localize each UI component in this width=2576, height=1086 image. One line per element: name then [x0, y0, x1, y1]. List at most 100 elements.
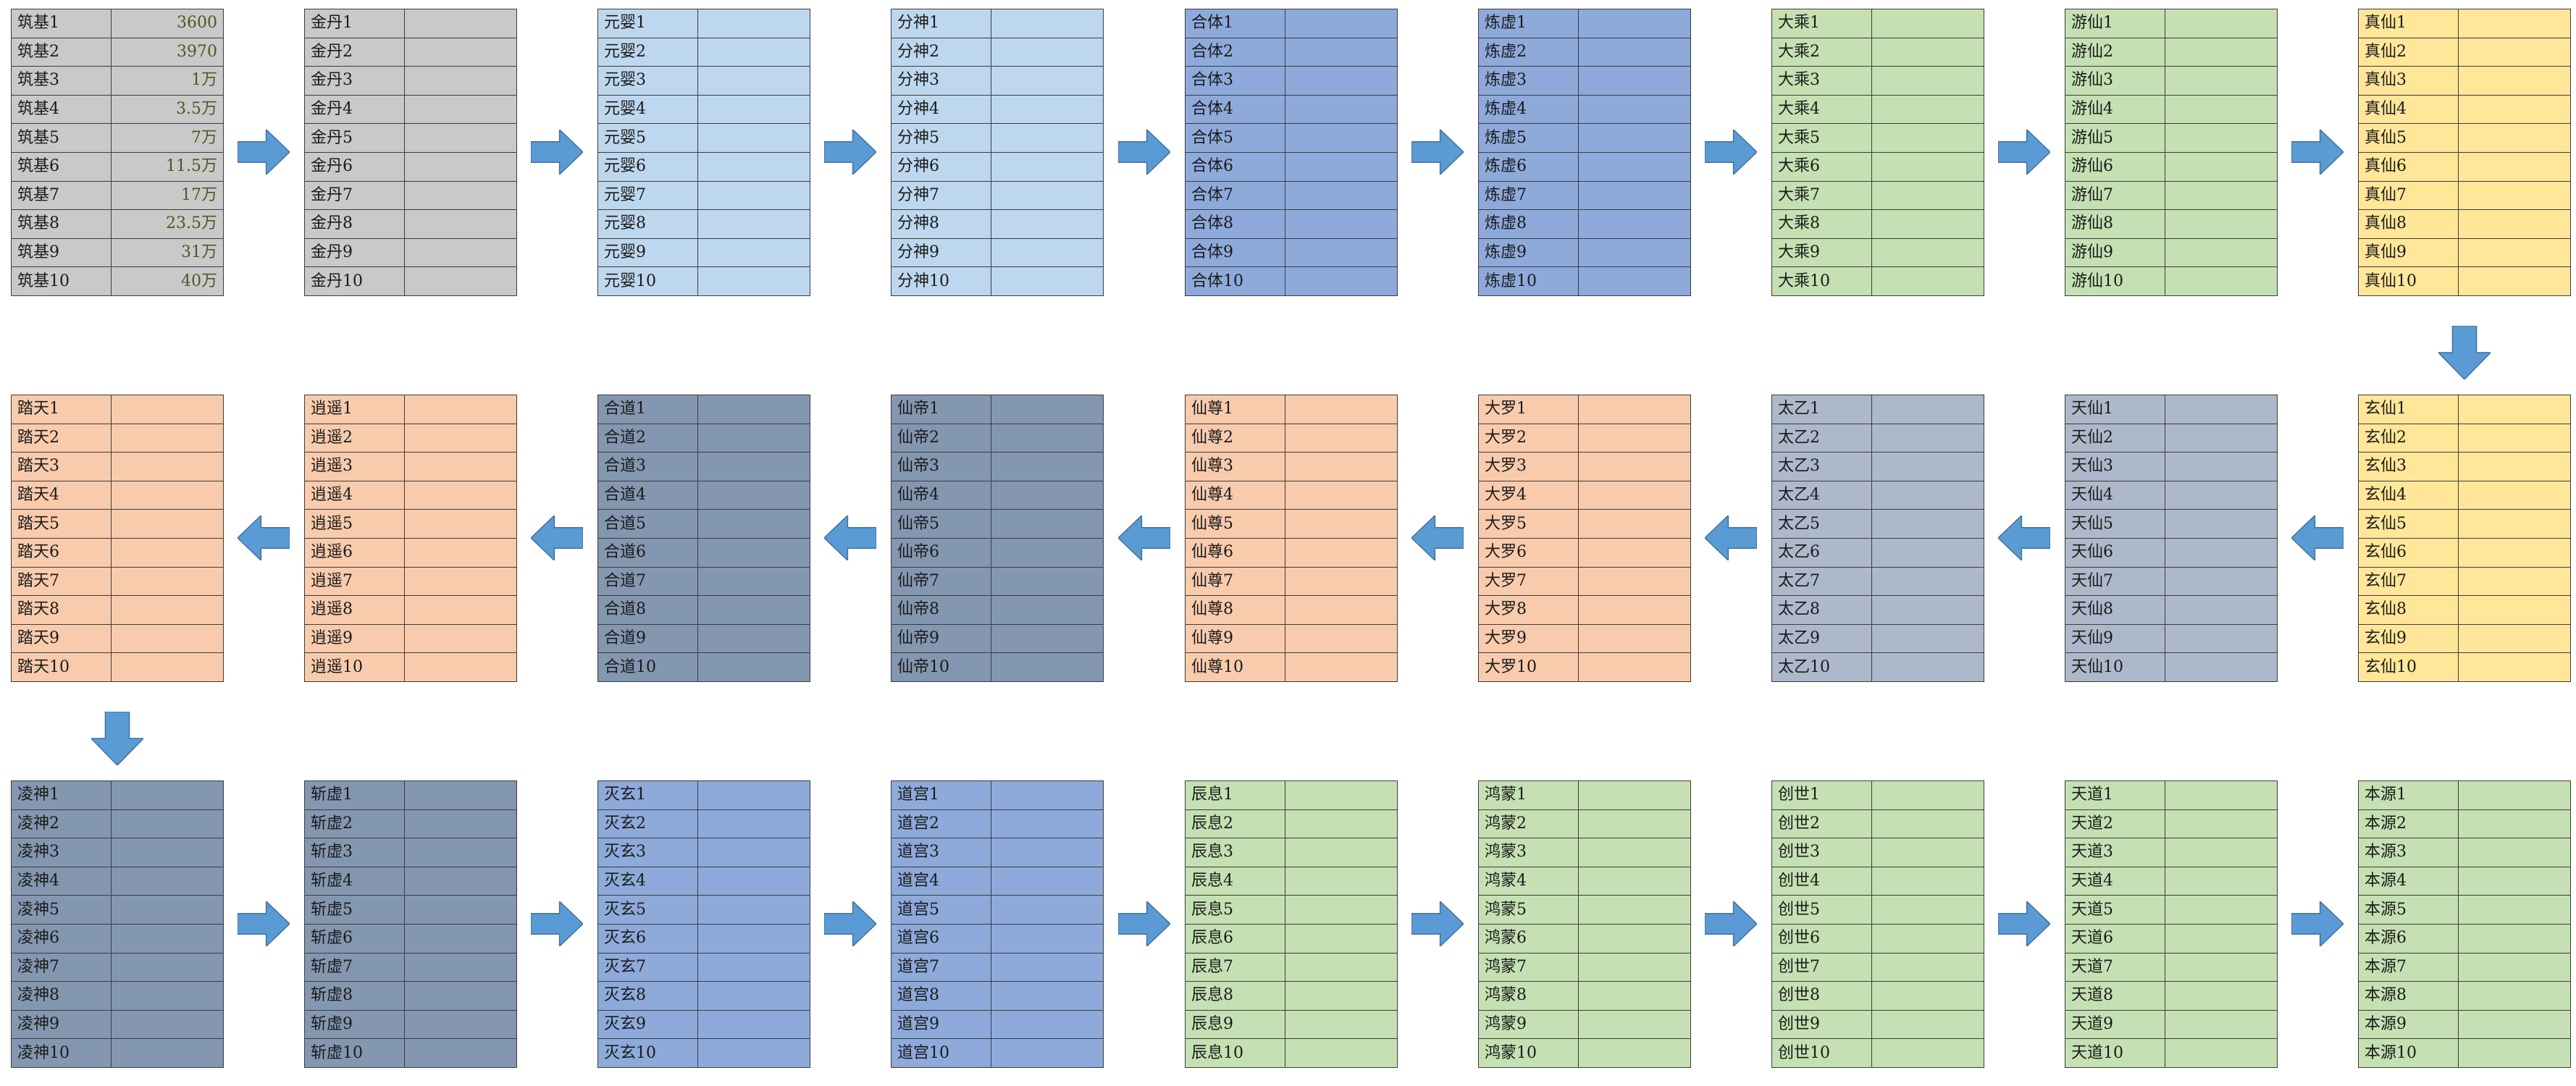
realm-value-cell[interactable]	[1871, 537, 1984, 568]
realm-name-cell[interactable]: 灭玄6	[597, 923, 698, 954]
realm-value-cell[interactable]	[111, 981, 224, 1011]
realm-name-cell[interactable]: 合道7	[597, 566, 698, 597]
realm-value-cell[interactable]	[404, 123, 517, 153]
realm-name-cell[interactable]: 金丹6	[304, 151, 405, 182]
realm-value-cell[interactable]	[697, 395, 810, 424]
realm-value-cell[interactable]	[2165, 923, 2278, 954]
realm-value-cell[interactable]	[1871, 480, 1984, 510]
realm-value-cell[interactable]	[404, 923, 517, 954]
realm-value-cell[interactable]	[2458, 423, 2571, 453]
realm-value-cell[interactable]	[991, 566, 1104, 597]
realm-name-cell[interactable]: 踏天8	[11, 595, 112, 625]
realm-name-cell[interactable]: 炼虚2	[1478, 37, 1579, 67]
realm-name-cell[interactable]: 斩虚1	[304, 780, 405, 810]
realm-name-cell[interactable]: 大乘8	[1771, 209, 1872, 239]
realm-value-cell[interactable]	[1578, 780, 1691, 810]
realm-value-cell[interactable]	[111, 809, 224, 839]
realm-value-cell[interactable]	[1285, 395, 1398, 424]
realm-value-cell[interactable]	[404, 537, 517, 568]
realm-name-cell[interactable]: 道宫7	[891, 952, 991, 982]
realm-name-cell[interactable]: 灭玄7	[597, 952, 698, 982]
realm-name-cell[interactable]: 逍遥10	[304, 652, 405, 682]
realm-value-cell[interactable]	[2458, 1009, 2571, 1040]
realm-name-cell[interactable]: 踏天10	[11, 652, 112, 682]
realm-value-cell[interactable]	[2165, 151, 2278, 182]
realm-name-cell[interactable]: 仙尊3	[1185, 452, 1285, 481]
realm-value-cell[interactable]	[2165, 952, 2278, 982]
realm-name-cell[interactable]: 分神4	[891, 94, 991, 125]
realm-value-cell[interactable]	[2165, 452, 2278, 481]
realm-value-cell[interactable]	[697, 1009, 810, 1040]
realm-name-cell[interactable]: 大乘3	[1771, 66, 1872, 96]
realm-name-cell[interactable]: 炼虚5	[1478, 123, 1579, 153]
realm-name-cell[interactable]: 大罗1	[1478, 395, 1579, 424]
realm-value-cell[interactable]	[111, 1009, 224, 1040]
realm-name-cell[interactable]: 天仙8	[2065, 595, 2165, 625]
realm-value-cell[interactable]	[697, 509, 810, 539]
realm-name-cell[interactable]: 灭玄8	[597, 981, 698, 1011]
realm-value-cell[interactable]	[1871, 209, 1984, 239]
realm-value-cell[interactable]	[111, 1038, 224, 1068]
realm-name-cell[interactable]: 天仙9	[2065, 623, 2165, 654]
realm-value-cell[interactable]	[1871, 395, 1984, 424]
realm-name-cell[interactable]: 创世1	[1771, 780, 1872, 810]
realm-value-cell[interactable]	[404, 94, 517, 125]
realm-name-cell[interactable]: 凌神5	[11, 895, 112, 925]
realm-name-cell[interactable]: 金丹10	[304, 266, 405, 296]
realm-name-cell[interactable]: 分神3	[891, 66, 991, 96]
realm-name-cell[interactable]: 鸿蒙9	[1478, 1009, 1579, 1040]
realm-name-cell[interactable]: 斩虚5	[304, 895, 405, 925]
realm-name-cell[interactable]: 筑基7	[11, 180, 112, 211]
realm-name-cell[interactable]: 游仙3	[2065, 66, 2165, 96]
realm-name-cell[interactable]: 大乘10	[1771, 266, 1872, 296]
realm-value-cell[interactable]	[1871, 123, 1984, 153]
realm-name-cell[interactable]: 合道1	[597, 395, 698, 424]
realm-name-cell[interactable]: 仙帝3	[891, 452, 991, 481]
realm-name-cell[interactable]: 凌神2	[11, 809, 112, 839]
realm-name-cell[interactable]: 合道10	[597, 652, 698, 682]
realm-value-cell[interactable]	[697, 423, 810, 453]
realm-value-cell[interactable]	[697, 123, 810, 153]
realm-value-cell[interactable]: 17万	[111, 180, 224, 211]
realm-value-cell[interactable]	[2165, 395, 2278, 424]
realm-name-cell[interactable]: 仙尊2	[1185, 423, 1285, 453]
realm-name-cell[interactable]: 太乙6	[1771, 537, 1872, 568]
realm-value-cell[interactable]	[111, 623, 224, 654]
realm-value-cell[interactable]	[1871, 838, 1984, 867]
realm-value-cell[interactable]	[404, 623, 517, 654]
realm-name-cell[interactable]: 仙尊4	[1185, 480, 1285, 510]
realm-name-cell[interactable]: 道宫10	[891, 1038, 991, 1068]
realm-name-cell[interactable]: 辰息7	[1185, 952, 1285, 982]
realm-value-cell[interactable]	[1578, 66, 1691, 96]
realm-name-cell[interactable]: 本源1	[2358, 780, 2459, 810]
realm-value-cell[interactable]: 40万	[111, 266, 224, 296]
realm-value-cell[interactable]	[1578, 9, 1691, 38]
realm-value-cell[interactable]	[697, 566, 810, 597]
realm-name-cell[interactable]: 大乘9	[1771, 237, 1872, 268]
realm-name-cell[interactable]: 创世8	[1771, 981, 1872, 1011]
realm-name-cell[interactable]: 合体2	[1185, 37, 1285, 67]
realm-name-cell[interactable]: 太乙1	[1771, 395, 1872, 424]
realm-value-cell[interactable]	[1285, 923, 1398, 954]
realm-name-cell[interactable]: 大罗4	[1478, 480, 1579, 510]
realm-value-cell[interactable]	[111, 423, 224, 453]
realm-name-cell[interactable]: 斩虚3	[304, 838, 405, 867]
realm-name-cell[interactable]: 辰息9	[1185, 1009, 1285, 1040]
realm-value-cell[interactable]	[1578, 838, 1691, 867]
realm-value-cell[interactable]	[697, 151, 810, 182]
realm-name-cell[interactable]: 天仙3	[2065, 452, 2165, 481]
realm-name-cell[interactable]: 游仙8	[2065, 209, 2165, 239]
realm-name-cell[interactable]: 炼虚7	[1478, 180, 1579, 211]
realm-value-cell[interactable]	[1871, 981, 1984, 1011]
realm-value-cell[interactable]	[2458, 395, 2571, 424]
realm-name-cell[interactable]: 天道1	[2065, 780, 2165, 810]
realm-value-cell[interactable]	[1578, 480, 1691, 510]
realm-value-cell[interactable]	[2458, 838, 2571, 867]
realm-value-cell[interactable]	[697, 537, 810, 568]
realm-name-cell[interactable]: 合体4	[1185, 94, 1285, 125]
realm-value-cell[interactable]	[1871, 895, 1984, 925]
realm-value-cell[interactable]	[697, 94, 810, 125]
realm-value-cell[interactable]	[111, 952, 224, 982]
realm-name-cell[interactable]: 炼虚8	[1478, 209, 1579, 239]
realm-value-cell[interactable]	[1871, 423, 1984, 453]
